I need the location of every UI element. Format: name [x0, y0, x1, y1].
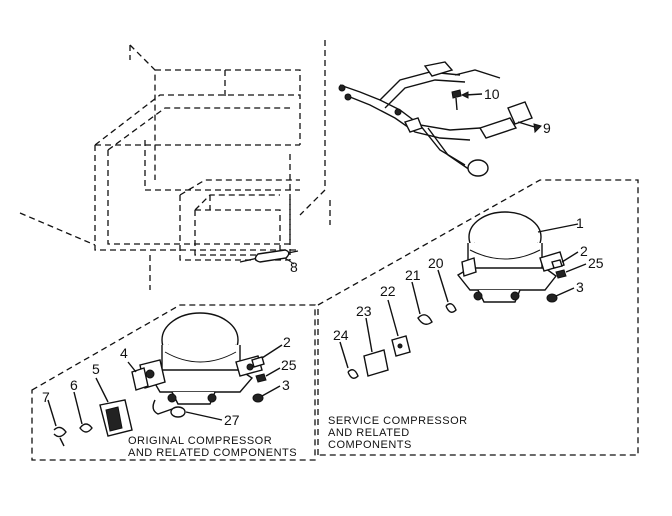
relay-part-22: 22: [380, 283, 411, 357]
service-caption: SERVICE COMPRESSOR AND RELATED COMPONENT…: [328, 415, 468, 451]
relay-part-5: 5: [92, 361, 133, 437]
filter-drier-part: 8: [239, 249, 299, 275]
service-caption-line1: SERVICE COMPRESSOR: [328, 415, 468, 427]
original-compressor: [139, 312, 263, 415]
callout-7: 7: [42, 389, 50, 405]
callout-20: 20: [428, 255, 444, 271]
grommet-stud-original: 2 25 3: [251, 334, 297, 403]
relay-part-4: 4: [120, 345, 149, 391]
grommet-stud-service: 2 25 3: [546, 243, 604, 303]
wire-part-7: 7: [42, 389, 67, 447]
clip-part-21: 21: [405, 267, 433, 325]
connector-part-9: 9: [517, 120, 551, 136]
overload-part-27: 27: [170, 406, 240, 428]
callout-24: 24: [333, 327, 349, 343]
callout-8: 8: [290, 259, 298, 275]
callout-10: 10: [484, 86, 500, 102]
original-caption: ORIGINAL COMPRESSOR AND RELATED COMPONEN…: [128, 435, 297, 459]
callout-5: 5: [92, 361, 100, 377]
callout-9: 9: [543, 120, 551, 136]
wire-harness: [338, 61, 533, 177]
callout-27: 27: [224, 412, 240, 428]
service-caption-line3: COMPONENTS: [328, 439, 412, 451]
callout-2-original: 2: [283, 334, 291, 350]
service-compressor-group: [317, 179, 639, 456]
original-caption-line2: AND RELATED COMPONENTS: [128, 447, 297, 459]
callout-3-service: 3: [576, 279, 584, 295]
callout-21: 21: [405, 267, 421, 283]
callout-25-service: 25: [588, 255, 604, 271]
original-caption-line1: ORIGINAL COMPRESSOR: [128, 435, 272, 447]
service-caption-line2: AND RELATED: [328, 427, 410, 439]
wire-part-20: 20: [428, 255, 457, 313]
callout-4: 4: [120, 345, 128, 361]
callout-22: 22: [380, 283, 396, 299]
relay-part-23: 23: [356, 303, 389, 377]
callout-3-original: 3: [282, 377, 290, 393]
service-compressor: 1: [456, 211, 584, 303]
callout-23: 23: [356, 303, 372, 319]
clip-part-6: 6: [70, 377, 93, 433]
cabinet-outline: [19, 40, 331, 290]
callout-1: 1: [576, 215, 584, 231]
clip-part-24: 24: [333, 327, 359, 379]
callout-25-original: 25: [281, 357, 297, 373]
callout-2-service: 2: [580, 243, 588, 259]
callout-6: 6: [70, 377, 78, 393]
original-compressor-group: [31, 304, 316, 461]
screw-part-10: 10: [451, 86, 500, 111]
